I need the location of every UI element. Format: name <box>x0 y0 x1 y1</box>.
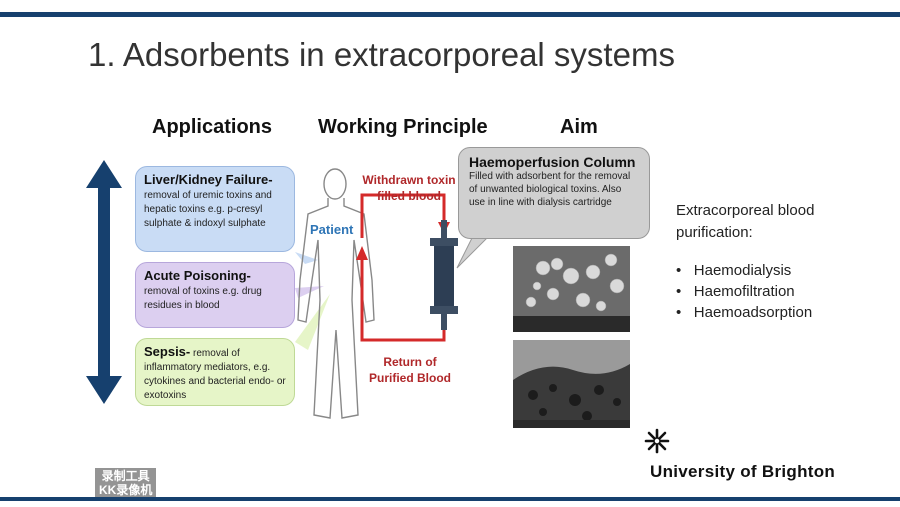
watermark-line: 录制工具 <box>101 469 150 483</box>
application-text: removal of inflammatory mediators, e.g. … <box>144 348 286 401</box>
aim-intro: Extracorporeal blood purification: <box>676 202 815 241</box>
column-heading-applications: Applications <box>152 116 273 138</box>
callout-tail <box>295 294 330 350</box>
application-liver-kidney: Liver/Kidney Failure- removal of uremic … <box>135 166 295 252</box>
patient-circuit-diagram <box>295 168 458 419</box>
aim-list-item: • Haemofiltration <box>676 283 795 300</box>
column-heading-aim: Aim <box>560 116 598 138</box>
column-callout-text: Filled with adsorbent for the removal of… <box>469 171 631 208</box>
recorder-watermark: 录制工具 KK录像机 <box>95 468 157 498</box>
aim-list-item: • Haemodialysis <box>676 262 792 279</box>
withdrawn-blood-label: Withdrawn toxin filled blood <box>362 173 456 203</box>
application-text: removal of uremic toxins and hepatic tox… <box>144 190 272 229</box>
application-heading: Acute Poisoning- <box>144 268 251 283</box>
callout-tail <box>295 252 318 264</box>
callout-tail <box>295 286 324 298</box>
microscopy-image-porous <box>513 340 630 428</box>
column-callout-tail <box>456 232 494 269</box>
application-text: removal of toxins e.g. drug residues in … <box>144 286 262 311</box>
patient-label: Patient <box>310 222 354 237</box>
slide-title: 1. Adsorbents in extracorporeal systems <box>88 36 675 73</box>
aim-list-item: • Haemoadsorption <box>676 304 813 321</box>
patient-figure <box>297 168 375 419</box>
application-sepsis: Sepsis- removal of inflammatory mediator… <box>135 338 295 406</box>
aim-item-text: Haemodialysis <box>693 262 792 279</box>
aim-item-text: Haemofiltration <box>693 283 795 300</box>
top-rule <box>0 12 900 17</box>
application-heading: Sepsis- <box>144 344 191 359</box>
aim-item-text: Haemoadsorption <box>693 304 813 321</box>
application-acute-poisoning: Acute Poisoning- removal of toxins e.g. … <box>135 262 295 328</box>
microscopy-image-beads <box>513 246 630 332</box>
university-name: University of Brighton <box>650 462 836 481</box>
university-star-icon <box>644 428 670 454</box>
return-blood-label: Return of Purified Blood <box>369 355 451 385</box>
column-heading-working-principle: Working Principle <box>318 116 488 138</box>
column-callout-title: Haemoperfusion Column <box>469 154 636 170</box>
application-heading: Liver/Kidney Failure- <box>144 172 273 187</box>
flow-arrowhead <box>356 246 368 260</box>
bottom-rule <box>0 497 900 501</box>
haemoperfusion-column-callout: Haemoperfusion Column Filled with adsorb… <box>458 147 650 239</box>
watermark-line: KK录像机 <box>99 483 153 497</box>
haemoperfusion-column-icon <box>430 220 458 330</box>
double-arrow-icon <box>86 160 122 404</box>
